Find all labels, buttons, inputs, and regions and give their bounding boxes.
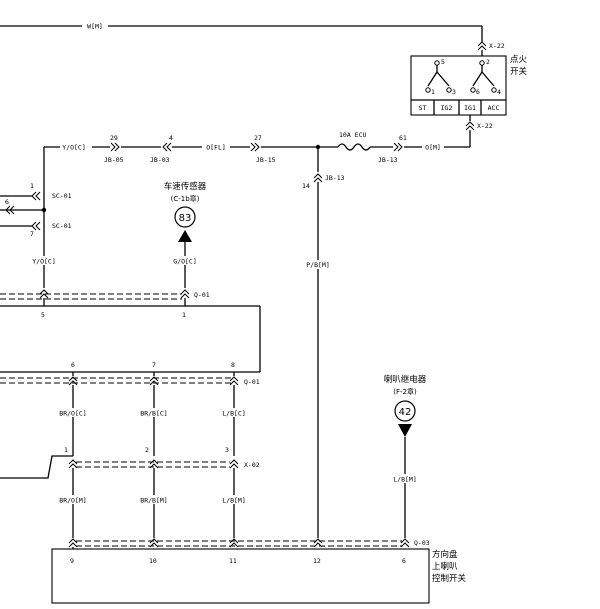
- wire-label-l-b-c: L/B[C]: [222, 410, 245, 418]
- svg-text:10A ECU: 10A ECU: [339, 131, 366, 139]
- svg-text:1: 1: [182, 311, 186, 319]
- connector-x22-top: X-22: [477, 41, 505, 51]
- svg-text:JB-15: JB-15: [256, 156, 276, 164]
- wire-label-p-b-m: P/B[M]: [306, 261, 329, 269]
- svg-text:1: 1: [30, 182, 34, 190]
- yo-wire-left: 1 6 7 SC-01 SC-01 Y/O[C]: [0, 147, 72, 288]
- wire-label-br-o-m: BR/O[M]: [59, 497, 86, 505]
- svg-text:Q-01: Q-01: [244, 378, 260, 386]
- svg-text:4: 4: [169, 134, 173, 142]
- connector-jb-05: 29 JB-05: [104, 134, 124, 164]
- svg-text:14: 14: [302, 182, 310, 190]
- svg-text:JB-05: JB-05: [104, 156, 124, 164]
- svg-text:7: 7: [152, 361, 156, 369]
- wire-label-y-o-c-2: Y/O[C]: [32, 258, 55, 266]
- svg-text:5: 5: [441, 58, 445, 66]
- c-wires: BR/O[C] BR/B[C] L/B[C]: [55, 385, 250, 456]
- top-wire: W[M]: [0, 21, 483, 42]
- wire-label-w-m: W[M]: [87, 23, 103, 31]
- svg-text:8: 8: [231, 361, 235, 369]
- connector-q01-lower: 6 7 8 Q-01: [0, 361, 260, 386]
- svg-text:SC-01: SC-01: [52, 192, 72, 200]
- svg-text:9: 9: [70, 557, 74, 565]
- svg-text:5: 5: [41, 311, 45, 319]
- wire-label-l-b-m: L/B[M]: [222, 497, 245, 505]
- svg-text:6: 6: [5, 198, 9, 206]
- svg-text:12: 12: [313, 557, 321, 565]
- svg-text:JB-13: JB-13: [325, 174, 345, 182]
- svg-text:X-02: X-02: [244, 461, 260, 469]
- svg-text:1: 1: [64, 446, 68, 454]
- wire-label-br-b-m: BR/B[M]: [140, 497, 167, 505]
- main-power-wire: Y/O[C] O[FL] O[M]: [44, 142, 470, 152]
- svg-text:JB-13: JB-13: [378, 156, 398, 164]
- pb-wire: 14 JB-13 P/B[M]: [301, 147, 345, 538]
- speed-sensor-title: 车速传感器: [164, 181, 207, 192]
- wire-label-g-o-c: G/O[C]: [173, 258, 196, 266]
- svg-text:61: 61: [399, 134, 407, 142]
- svg-text:(F-2章): (F-2章): [393, 387, 417, 396]
- connector-jb-13-top: 61 JB-13: [378, 134, 407, 164]
- connector-x22-bottom: X-22: [465, 121, 493, 131]
- svg-text:7: 7: [30, 230, 34, 238]
- svg-text:ST: ST: [419, 104, 427, 112]
- wire-label-br-b-c: BR/B[C]: [140, 410, 167, 418]
- svg-text:4: 4: [497, 88, 501, 96]
- svg-text:6: 6: [476, 88, 480, 96]
- connector-jb-03: 4 JB-03: [150, 134, 173, 164]
- ignition-switch: 5 2 1 3 6 4 ST IG2 IG1 ACC 点火 开关: [410, 55, 528, 116]
- svg-text:控制开关: 控制开关: [432, 573, 467, 584]
- svg-text:3: 3: [452, 88, 456, 96]
- m-wires: BR/O[M] BR/B[M] L/B[M]: [55, 468, 250, 538]
- svg-text:6: 6: [71, 361, 75, 369]
- svg-text:1: 1: [431, 88, 435, 96]
- svg-text:29: 29: [110, 134, 118, 142]
- svg-text:Q-03: Q-03: [414, 539, 430, 547]
- svg-text:(C-1b章): (C-1b章): [171, 194, 200, 203]
- svg-text:SC-01: SC-01: [52, 222, 72, 230]
- ignition-switch-label: 点火: [510, 55, 528, 65]
- speed-sensor-number: 83: [179, 213, 192, 224]
- speed-sensor: 车速传感器 (C-1b章) 83 G/O[C]: [164, 181, 207, 288]
- svg-text:2: 2: [145, 446, 149, 454]
- svg-text:上喇叭: 上喇叭: [432, 561, 458, 572]
- svg-text:开关: 开关: [510, 66, 528, 77]
- wire-label-o-m: O[M]: [425, 144, 441, 152]
- svg-text:11: 11: [229, 557, 237, 565]
- connector-x02: 1 2 3 X-02: [0, 446, 260, 479]
- wire-label-o-fl: O[FL]: [206, 144, 226, 152]
- svg-text:IG2: IG2: [441, 104, 453, 112]
- svg-text:IG1: IG1: [464, 104, 476, 112]
- svg-text:2: 2: [486, 58, 490, 66]
- svg-text:10: 10: [149, 557, 157, 565]
- steering-horn-switch: 9 10 11 12 6 方向盘 上喇叭 控制开关: [51, 547, 467, 604]
- connector-jb-15: 27 JB-15: [250, 134, 276, 164]
- svg-text:6: 6: [402, 557, 406, 565]
- steering-horn-switch-label: 方向盘: [432, 549, 458, 560]
- connector-q03: Q-03: [68, 538, 430, 548]
- svg-text:X-22: X-22: [489, 42, 505, 50]
- wire-label-y-o-c: Y/O[C]: [62, 144, 85, 152]
- horn-relay: 喇叭继电器 (F-2章) 42 L/B[M]: [384, 374, 427, 538]
- wire-label-l-b-m-2: L/B[M]: [393, 476, 416, 484]
- svg-text:3: 3: [225, 446, 229, 454]
- wire-label-br-o-c: BR/O[C]: [59, 410, 86, 418]
- horn-relay-title: 喇叭继电器: [384, 374, 427, 385]
- svg-text:Q-01: Q-01: [194, 291, 210, 299]
- svg-text:27: 27: [254, 134, 262, 142]
- connector-q01-upper: Q-01 5 1: [0, 289, 261, 372]
- fuse-10a-ecu: 10A ECU: [337, 131, 371, 151]
- horn-relay-number: 42: [399, 407, 412, 418]
- svg-text:X-22: X-22: [477, 122, 493, 130]
- svg-text:JB-03: JB-03: [150, 156, 170, 164]
- svg-text:ACC: ACC: [488, 104, 500, 112]
